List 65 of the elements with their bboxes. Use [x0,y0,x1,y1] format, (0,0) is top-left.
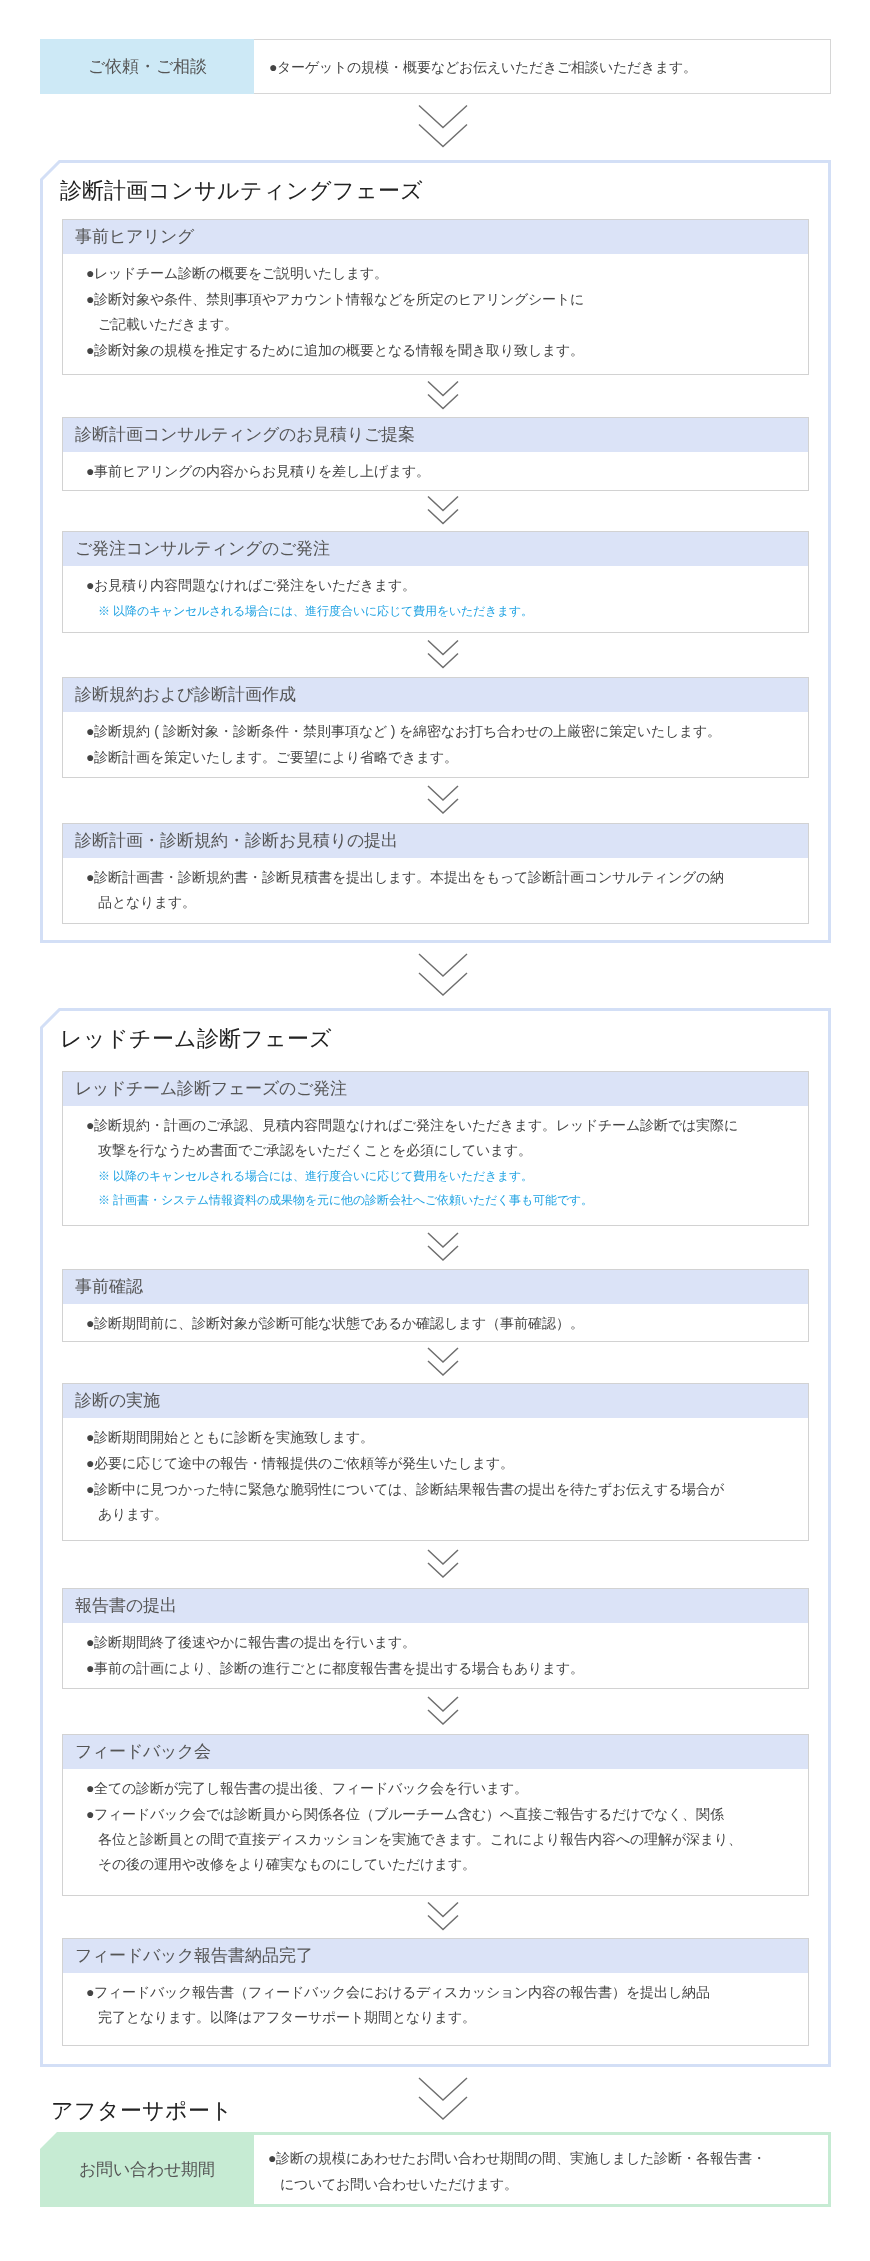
bullet-text: ●お見積り内容問題なければご発注をいただきます。 [86,576,418,595]
section-title: アフターサポート [51,2097,233,2125]
step-heading: 事前ヒアリング [63,220,808,254]
step-heading: フィードバック会 [63,1735,808,1769]
step-heading: レッドチーム診断フェーズのご発注 [63,1072,808,1106]
bullet-text: ●診断中に見つかった特に緊急な脆弱性については、診断結果報告書の提出を待たずお伝えする場合があります。 [86,1480,726,1524]
bullet-text: ●全ての診断が完了し報告書の提出後、フィードバック会を行います。 [86,1779,530,1798]
chevron-arrow [418,953,468,996]
step-heading: フィードバック報告書納品完了 [63,1939,808,1973]
chevron-arrow [427,639,459,669]
note-text: ※ 以降のキャンセルされる場合には、進行度合いに応じて費用をいただきます。 [97,1168,535,1185]
note-text: ※ 以降のキャンセルされる場合には、進行度合いに応じて費用をいただきます。 [97,603,535,620]
step-card [62,531,809,633]
step-heading: 診断規約および診断計画作成 [63,678,808,712]
step-heading: 報告書の提出 [63,1589,808,1623]
bullet-text: ●診断期間開始とともに診断を実施致します。 [86,1428,376,1447]
step-heading: 診断計画コンサルティングのお見積りご提案 [63,418,808,452]
phase-title: レッドチーム診断フェーズ [60,1025,332,1053]
bullet-text: ●診断対象や条件、禁則事項やアカウント情報などを所定のヒアリングシートにご記載いただきます。 [86,290,586,334]
bullet-text: ●必要に応じて途中の報告・情報提供のご依頼等が発生いたします。 [86,1454,516,1473]
step-card [62,1071,809,1226]
bullet-text: ●診断計画書・診断規約書・診断見積書を提出します。本提出をもって診断計画コンサルティングの納品となります。 [86,868,726,912]
bullet-text: ●フィードバック会では診断員から関係各位（ブルーチーム含む）へ直接ご報告するだけでなく、関係各位と診断員との間で直接ディスカッションを実施できます。これにより報告内容への理解が深まり、その後の運用や改修をより確実なものにしていただけます。 [86,1805,743,1874]
chevron-arrow [427,495,459,525]
label-cell: ご依頼・ご相談 [40,39,254,94]
request-row [40,39,831,94]
step-heading: 診断計画・診断規約・診断お見積りの提出 [63,824,808,858]
step-card [62,1734,809,1896]
label-cell: お問い合わせ期間 [40,2132,254,2207]
bullet-text: ●診断期間前に、診断対象が診断可能な状態であるか確認します（事前確認）。 [86,1314,586,1333]
bullet-text: ●診断規約 ( 診断対象・診断条件・禁則事項など ) を綿密なお打ち合わせの上厳密に策定いたします。 [86,722,723,741]
chevron-arrow [427,1696,459,1726]
chevron-arrow [427,1232,459,1262]
step-heading: 事前確認 [63,1270,808,1304]
bullet-text: ●事前ヒアリングの内容からお見積りを差し上げます。 [86,462,432,481]
description-text: ●ターゲットの規模・概要などお伝えいただきご相談いただきます。 [269,58,698,77]
bullet-text: ●診断期間終了後速やかに報告書の提出を行います。 [86,1633,418,1652]
phase-panel [40,1008,831,2067]
step-card [62,823,809,924]
step-card [62,219,809,375]
step-card [62,677,809,778]
chevron-arrow [418,2077,468,2120]
description-text: ●診断の規模にあわせたお問い合わせ期間の間、実施しました診断・各報告書・についてお問い合わせいただけます。 [268,2149,767,2194]
chevron-arrow [427,380,459,410]
step-heading: 診断の実施 [63,1384,808,1418]
bullet-text: ●診断規約・計画のご承認、見積内容問題なければご発注をいただきます。レッドチーム診断では実際に攻撃を行なうため書面でご承認をいただくことを必須にしています。 [86,1116,740,1160]
step-card [62,1938,809,2046]
step-heading: ご発注コンサルティングのご発注 [63,532,808,566]
phase-title: 診断計画コンサルティングフェーズ [60,177,423,205]
phase-panel [40,160,831,943]
bullet-text: ●フィードバック報告書（フィードバック会におけるディスカッション内容の報告書）を提出し納品完了となります。以降はアフターサポート期間となります。 [86,1983,712,2027]
step-card [62,1269,809,1342]
note-text: ※ 計画書・システム情報資料の成果物を元に他の診断会社へご依頼いただく事も可能です。 [97,1192,595,1209]
bullet-text: ●診断計画を策定いたします。ご要望により省略できます。 [86,748,460,767]
bullet-text: ●レッドチーム診断の概要をご説明いたします。 [86,264,390,283]
chevron-arrow [427,1549,459,1579]
step-card [62,417,809,491]
chevron-arrow [418,104,468,148]
bullet-text: ●事前の計画により、診断の進行ごとに都度報告書を提出する場合もあります。 [86,1659,586,1678]
step-card [62,1588,809,1689]
bullet-text: ●診断対象の規模を推定するために追加の概要となる情報を聞き取り致します。 [86,341,586,360]
chevron-arrow [427,1347,459,1377]
chevron-arrow [427,1901,459,1931]
step-card [62,1383,809,1541]
chevron-arrow [427,785,459,815]
